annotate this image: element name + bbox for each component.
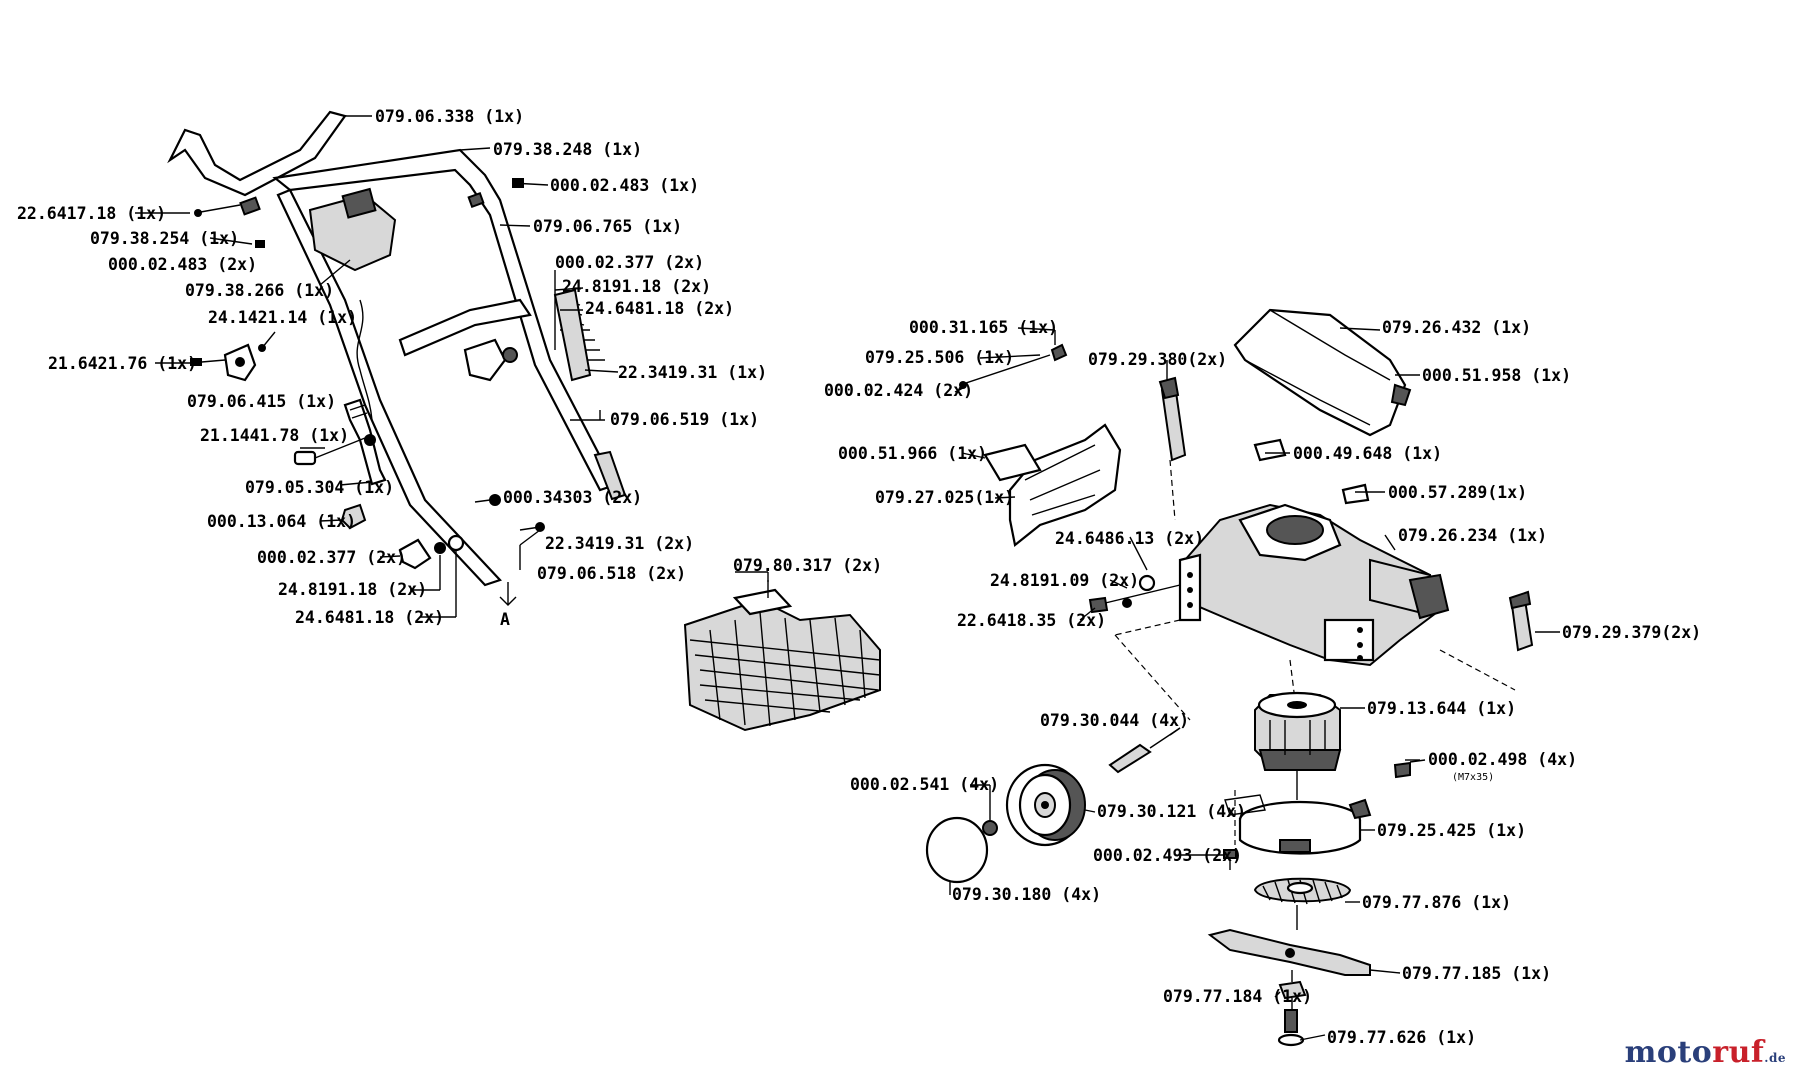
part-label: 079.25.425 (1x) <box>1377 821 1526 840</box>
fan-icon <box>1253 877 1352 905</box>
part-label: 079.29.379(2x) <box>1562 623 1701 642</box>
part-label: 079.38.248 (1x) <box>493 140 642 159</box>
part-label: 24.6481.18 (2x) <box>585 299 734 318</box>
watermark-suffix: .de <box>1764 1051 1786 1065</box>
part-label: 24.6481.18 (2x) <box>295 608 444 627</box>
part-label: 24.8191.18 (2x) <box>278 580 427 599</box>
part-label: 24.8191.18 (2x) <box>562 277 711 296</box>
part-label: 21.6421.76 (1x) <box>48 354 197 373</box>
part-label: 079.38.254 (1x) <box>90 229 239 248</box>
part-label: A <box>500 610 510 629</box>
part-label: 000.02.424 (2x) <box>824 381 973 400</box>
part-label: 079.77.184 (1x) <box>1163 987 1312 1006</box>
part-label: 24.1421.14 (1x) <box>208 308 357 327</box>
part-label: 000.02.377 (2x) <box>555 253 704 272</box>
part-label: 079.06.518 (2x) <box>537 564 686 583</box>
part-label: 079.30.180 (4x) <box>952 885 1101 904</box>
part-label: 079.77.626 (1x) <box>1327 1028 1476 1047</box>
grass-flap-icon <box>1233 308 1407 437</box>
watermark-part2: ruf <box>1712 1035 1765 1070</box>
part-label: 079.13.644 (1x) <box>1367 699 1516 718</box>
part-label: 079.77.185 (1x) <box>1402 964 1551 983</box>
part-label: 079.06.519 (1x) <box>610 410 759 429</box>
part-label: 24.6486.13 (2x) <box>1055 529 1204 548</box>
wing-knob-icon <box>463 338 507 382</box>
part-label: 000.02.498 (4x) <box>1428 750 1577 769</box>
part-label: 079.27.025(1x) <box>875 488 1014 507</box>
part-label: 079.30.044 (4x) <box>1040 711 1189 730</box>
motor-icon <box>1254 691 1342 771</box>
part-label: 079.29.380(2x) <box>1088 350 1227 369</box>
part-label: 000.02.483 (1x) <box>550 176 699 195</box>
part-label: 000.02.483 (2x) <box>108 255 257 274</box>
part-label: 22.3419.31 (2x) <box>545 534 694 553</box>
part-label: 079.26.234 (1x) <box>1398 526 1547 545</box>
part-label: 22.6417.18 (1x) <box>17 204 166 223</box>
part-label: 000.51.966 (1x) <box>838 444 987 463</box>
upper-handle-bar-icon <box>167 110 347 197</box>
part-label: 000.49.648 (1x) <box>1293 444 1442 463</box>
part-label: 000.34303 (2x) <box>503 488 642 507</box>
part-label: 079.38.266 (1x) <box>185 281 334 300</box>
mower-body-assembly <box>925 308 1560 1047</box>
part-label: 000.31.165 (1x) <box>909 318 1058 337</box>
part-label: 22.6418.35 (2x) <box>957 611 1106 630</box>
wheel-icon <box>1005 763 1086 847</box>
part-labels: 079.06.338 (1x) 079.38.248 (1x) 000.02.4… <box>17 107 1701 1047</box>
part-label: 079.06.338 (1x) <box>375 107 524 126</box>
part-label: 000.02.377 (2x) <box>257 548 406 567</box>
grass-box-icon <box>683 571 881 732</box>
main-handle-frame-icon <box>272 148 617 492</box>
part-label: 21.1441.78 (1x) <box>200 426 349 445</box>
part-label: 079.06.765 (1x) <box>533 217 682 236</box>
part-label: 000.02.493 (2x) <box>1093 846 1242 865</box>
part-label: 079.25.506 (1x) <box>865 348 1014 367</box>
label-sticker-icon <box>983 443 1042 482</box>
part-label: 079.30.121 (4x) <box>1097 802 1246 821</box>
fan-housing-icon <box>1224 794 1372 855</box>
part-label: 079.26.432 (1x) <box>1382 318 1531 337</box>
part-label: 079.80.317 (2x) <box>733 556 882 575</box>
watermark-logo: motoruf.de <box>1625 1035 1786 1070</box>
part-label: 000.02.541 (4x) <box>850 775 999 794</box>
part-label: 000.13.064 (1x) <box>207 512 356 531</box>
handle-assembly <box>135 110 627 618</box>
part-label: (M7x35) <box>1452 772 1494 783</box>
part-label: 22.3419.31 (1x) <box>618 363 767 382</box>
part-label: 000.57.289(1x) <box>1388 483 1527 502</box>
part-label: 079.77.876 (1x) <box>1362 893 1511 912</box>
part-label: 24.8191.09 (2x) <box>990 571 1139 590</box>
watermark-part1: moto <box>1624 1035 1713 1070</box>
part-label: 079.06.415 (1x) <box>187 392 336 411</box>
part-label: 079.05.304 (1x) <box>245 478 394 497</box>
hub-cap-icon <box>925 816 989 884</box>
part-label: 000.51.958 (1x) <box>1422 366 1571 385</box>
